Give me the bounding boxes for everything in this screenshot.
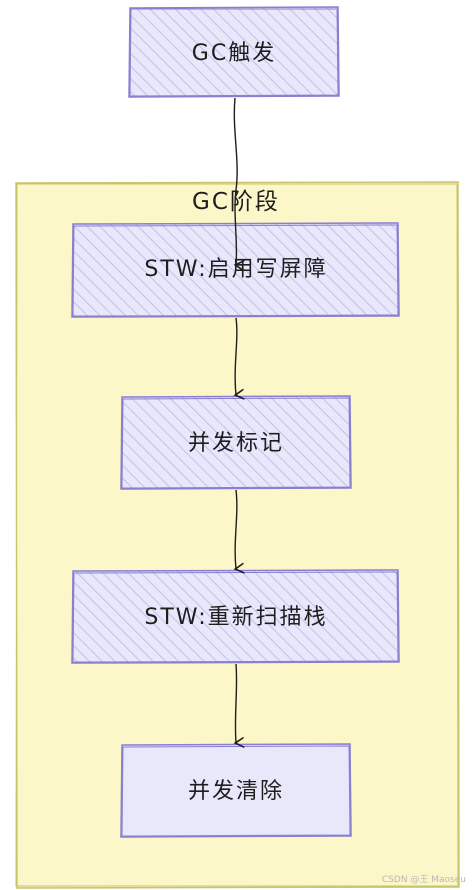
arrow-step2-to-step3	[233, 489, 245, 574]
step-concurrent-mark-label: 并发标记	[188, 431, 284, 456]
gc-trigger-label: GC触发	[192, 41, 276, 66]
arrow-trigger-to-step1	[233, 97, 245, 272]
step-concurrent-sweep-label: 并发清除	[188, 779, 284, 804]
step-concurrent-mark-node: 并发标记	[120, 395, 352, 490]
step-rescan-stack-node: STW:重新扫描栈	[71, 569, 400, 664]
arrow-step3-to-step4	[233, 663, 245, 749]
watermark: CSDN @王 Maoseu	[382, 874, 466, 885]
step-concurrent-sweep-node: 并发清除	[120, 743, 352, 838]
gc-trigger-node: GC触发	[128, 6, 340, 98]
step-rescan-stack-label: STW:重新扫描栈	[144, 605, 327, 630]
arrow-step1-to-step2	[233, 317, 245, 400]
flow-arrows	[233, 97, 245, 749]
